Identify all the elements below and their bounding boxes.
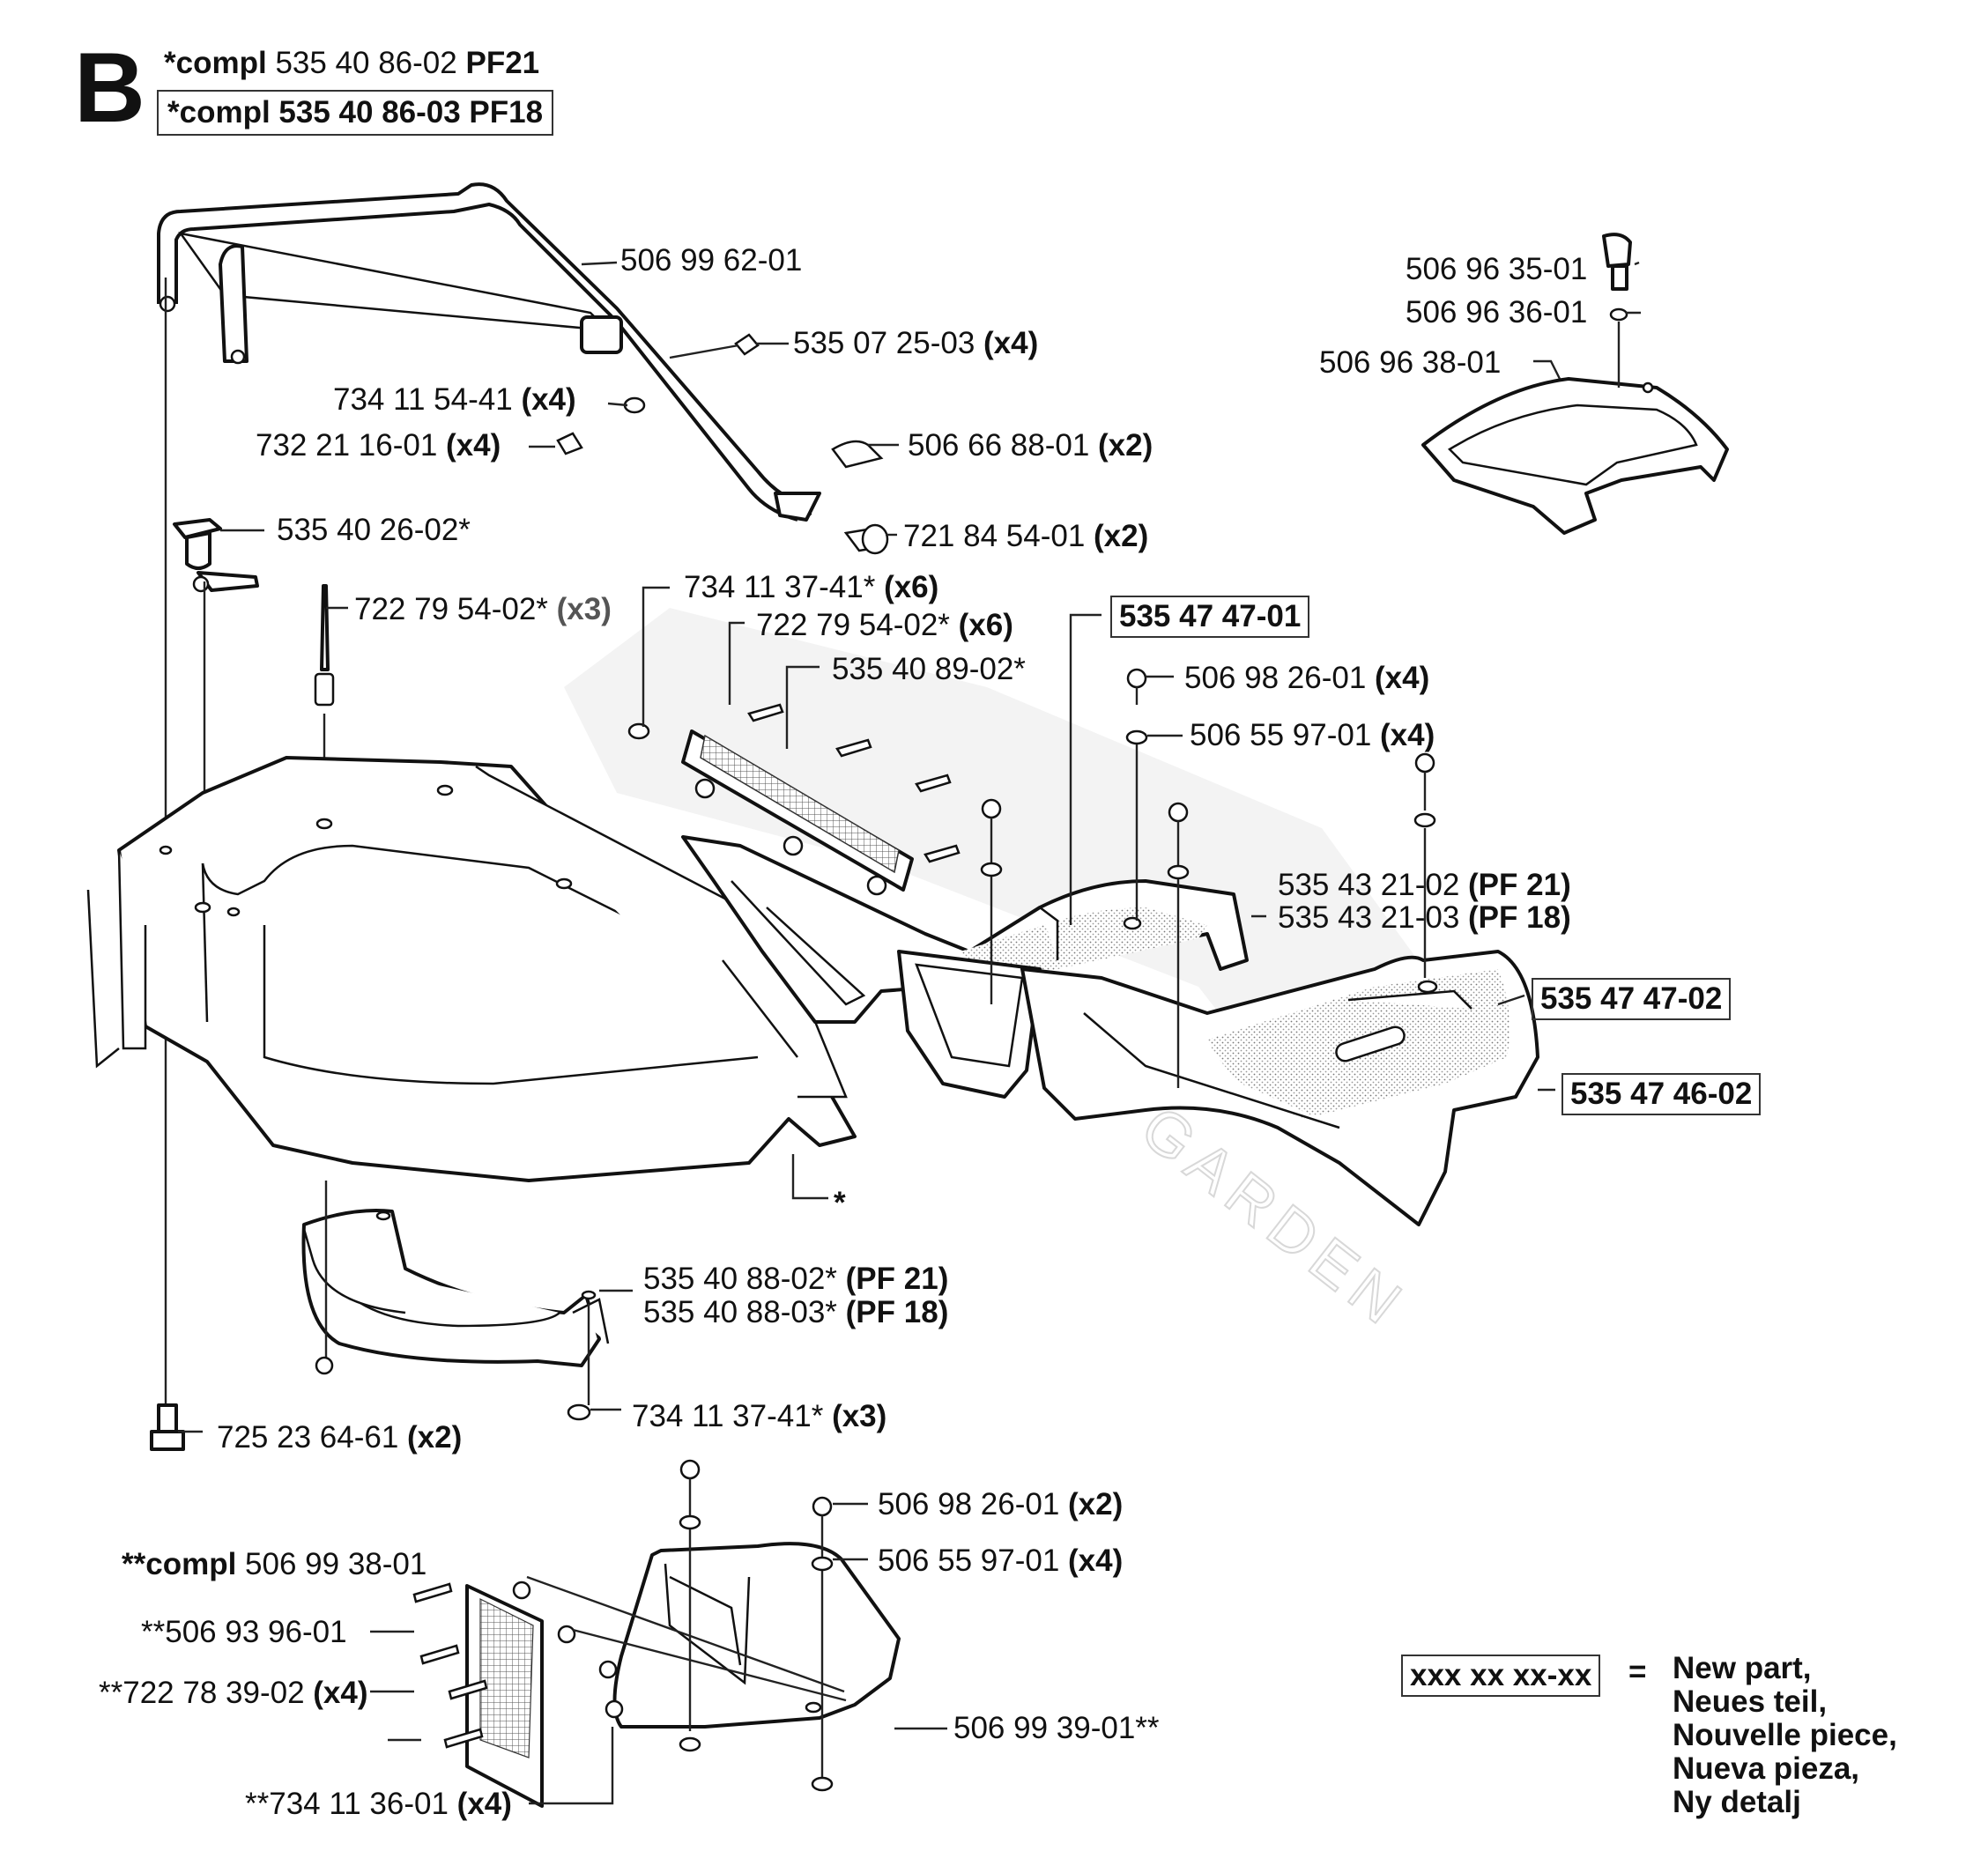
handle-bar [157, 182, 821, 522]
label-535072503: 535 07 25-03 (x4) [793, 326, 1039, 360]
label-722783902: **722 78 39-02 (x4) [99, 1676, 368, 1710]
label-535432103: 535 43 21-03 (PF 18) [1278, 900, 1571, 935]
label-506963501: 506 96 35-01 [1406, 252, 1588, 286]
label-506559701a: 506 55 97-01 (x4) [1190, 718, 1435, 752]
legend-sample-box: xxx xx xx-xx [1401, 1655, 1601, 1697]
header-line-1-suffix: PF21 [465, 46, 540, 80]
watermark-logo [564, 608, 1463, 1216]
label-535432102: 535 43 21-02 (PF 21) [1278, 868, 1571, 902]
label-506982601a: 506 98 26-01 (x4) [1184, 661, 1430, 695]
top-cover [1421, 233, 1729, 535]
label-734113601: **734 11 36-01 (x4) [245, 1787, 512, 1821]
label-734113741b: 734 11 37-41* (x3) [632, 1399, 887, 1433]
header-line-1-number: 535 40 86-02 [275, 46, 457, 80]
bottom-cover-assembly [612, 1542, 901, 1729]
label-722795402a: 722 79 54-02* (x3) [354, 592, 612, 626]
header-line-2: *compl 535 40 86-03 PF18 [157, 90, 554, 136]
label-535402602: 535 40 26-02* [277, 513, 471, 547]
label-506668801: 506 66 88-01 (x2) [908, 428, 1153, 463]
lower-cover [1020, 950, 1539, 1226]
label-721845401: 721 84 54-01 (x2) [903, 519, 1149, 553]
label-506963601: 506 96 36-01 [1406, 295, 1588, 329]
label-535408803: 535 40 88-03* (PF 18) [643, 1295, 949, 1329]
legend-line: Nouvelle piece, [1673, 1718, 1897, 1752]
label-535474702: 535 47 47-02 [1532, 978, 1732, 1020]
label-506963801: 506 96 38-01 [1319, 345, 1502, 380]
label-compl506993801: **compl 506 99 38-01 [122, 1547, 427, 1581]
cover-fasteners [980, 668, 1436, 1088]
label-535408902: 535 40 89-02* [832, 652, 1026, 686]
legend-line: New part, [1673, 1651, 1812, 1685]
header-line-1-prefix: *compl [164, 46, 267, 80]
main-housing [86, 756, 857, 1182]
section-letter: B [74, 33, 145, 143]
label-506996201: 506 99 62-01 [620, 243, 803, 278]
label-734115441: 734 11 54-41 (x4) [333, 382, 576, 417]
bottom-fasteners [679, 1459, 834, 1792]
leader-lines [178, 261, 1641, 1805]
label-506939601: **506 93 96-01 [141, 1615, 347, 1649]
bolt-part [150, 1403, 185, 1451]
side-chute [897, 950, 1042, 1099]
header-line-1: *compl 535 40 86-02 PF21 [164, 46, 539, 81]
handle-fasteners [556, 333, 889, 555]
legend-text: New part, Neues teil, Nouvelle piece, Nu… [1673, 1652, 1897, 1819]
rear-cover [681, 835, 1249, 1024]
label-725236461: 725 23 64-61 (x2) [217, 1420, 463, 1455]
label-asterisk: * [834, 1186, 846, 1220]
legend-line: Ny detalj [1673, 1785, 1801, 1819]
lower-bowl [301, 1209, 610, 1367]
label-732211601: 732 21 16-01 (x4) [256, 428, 501, 463]
label-734113741a: 734 11 37-41* (x6) [684, 570, 939, 604]
label-506559701b: 506 55 97-01 (x4) [878, 1544, 1124, 1578]
grille-plate [627, 703, 961, 896]
label-722795402b: 722 79 54-02* (x6) [756, 608, 1013, 642]
label-506993901: 506 99 39-01** [953, 1711, 1160, 1745]
label-535474701: 535 47 47-01 [1110, 596, 1310, 638]
knob-part [173, 518, 259, 593]
bottom-grille [412, 1575, 847, 1808]
label-506982601b: 506 98 26-01 (x2) [878, 1487, 1124, 1521]
legend-line: Nueva pieza, [1673, 1751, 1860, 1786]
legend-line: Neues teil, [1673, 1684, 1828, 1719]
legend-equals: = [1628, 1655, 1647, 1689]
label-535474602: 535 47 46-02 [1561, 1073, 1762, 1115]
label-535408802: 535 40 88-02* (PF 21) [643, 1262, 949, 1296]
